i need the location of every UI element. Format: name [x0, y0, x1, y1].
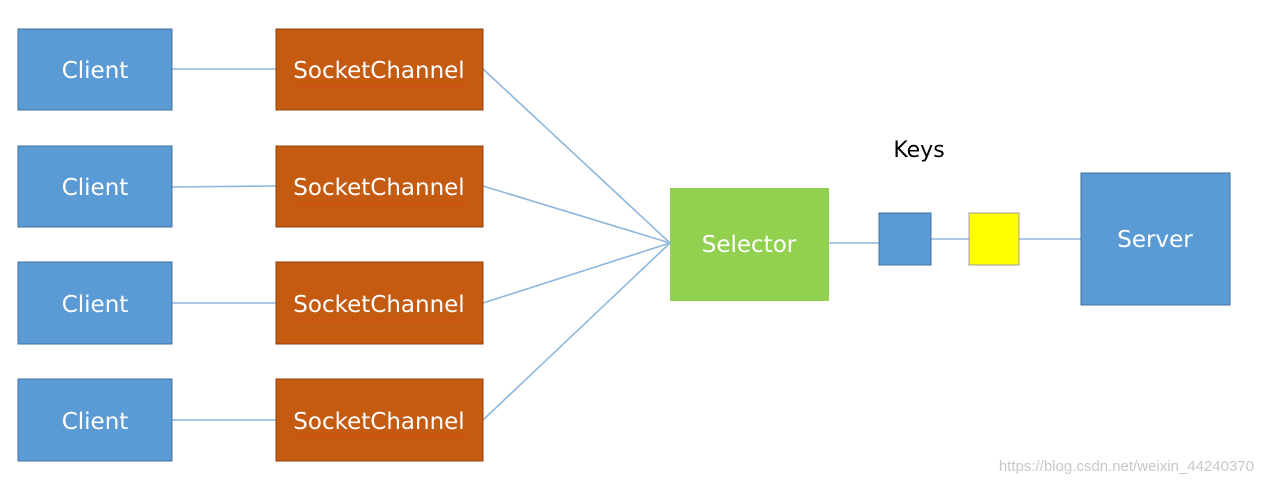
socketchannel-box-2: SocketChannel	[275, 145, 484, 228]
key-box-yellow	[968, 212, 1020, 266]
socketchannel-box-1: SocketChannel	[275, 28, 484, 111]
connector-channel-selector-4	[482, 242, 671, 421]
socketchannel-box-4: SocketChannel	[275, 378, 484, 462]
connector-client-channel-2	[171, 185, 277, 188]
socketchannel-label: SocketChannel	[293, 409, 464, 435]
client-box-3: Client	[17, 261, 173, 345]
selector-box: Selector	[670, 188, 829, 301]
connectors	[171, 68, 1081, 421]
client-box-4: Client	[17, 378, 173, 462]
connector-channel-selector-2	[482, 185, 671, 244]
client-box-2: Client	[17, 145, 173, 228]
socketchannel-label: SocketChannel	[293, 175, 464, 201]
connector-channel-selector-3	[482, 242, 671, 304]
key-box-blue	[878, 212, 932, 266]
server-label: Server	[1117, 227, 1193, 253]
client-box-1: Client	[17, 28, 173, 111]
connector-channel-selector-1	[482, 68, 671, 244]
socketchannel-box-3: SocketChannel	[275, 261, 484, 345]
server-box: Server	[1080, 172, 1231, 306]
client-label: Client	[62, 58, 129, 84]
client-label: Client	[62, 175, 129, 201]
watermark-text: https://blog.csdn.net/weixin_44240370	[999, 458, 1254, 475]
selector-label: Selector	[702, 232, 797, 258]
client-label: Client	[62, 409, 129, 435]
keys-label: Keys	[893, 138, 944, 163]
client-label: Client	[62, 292, 129, 318]
socketchannel-label: SocketChannel	[293, 58, 464, 84]
socketchannel-label: SocketChannel	[293, 292, 464, 318]
